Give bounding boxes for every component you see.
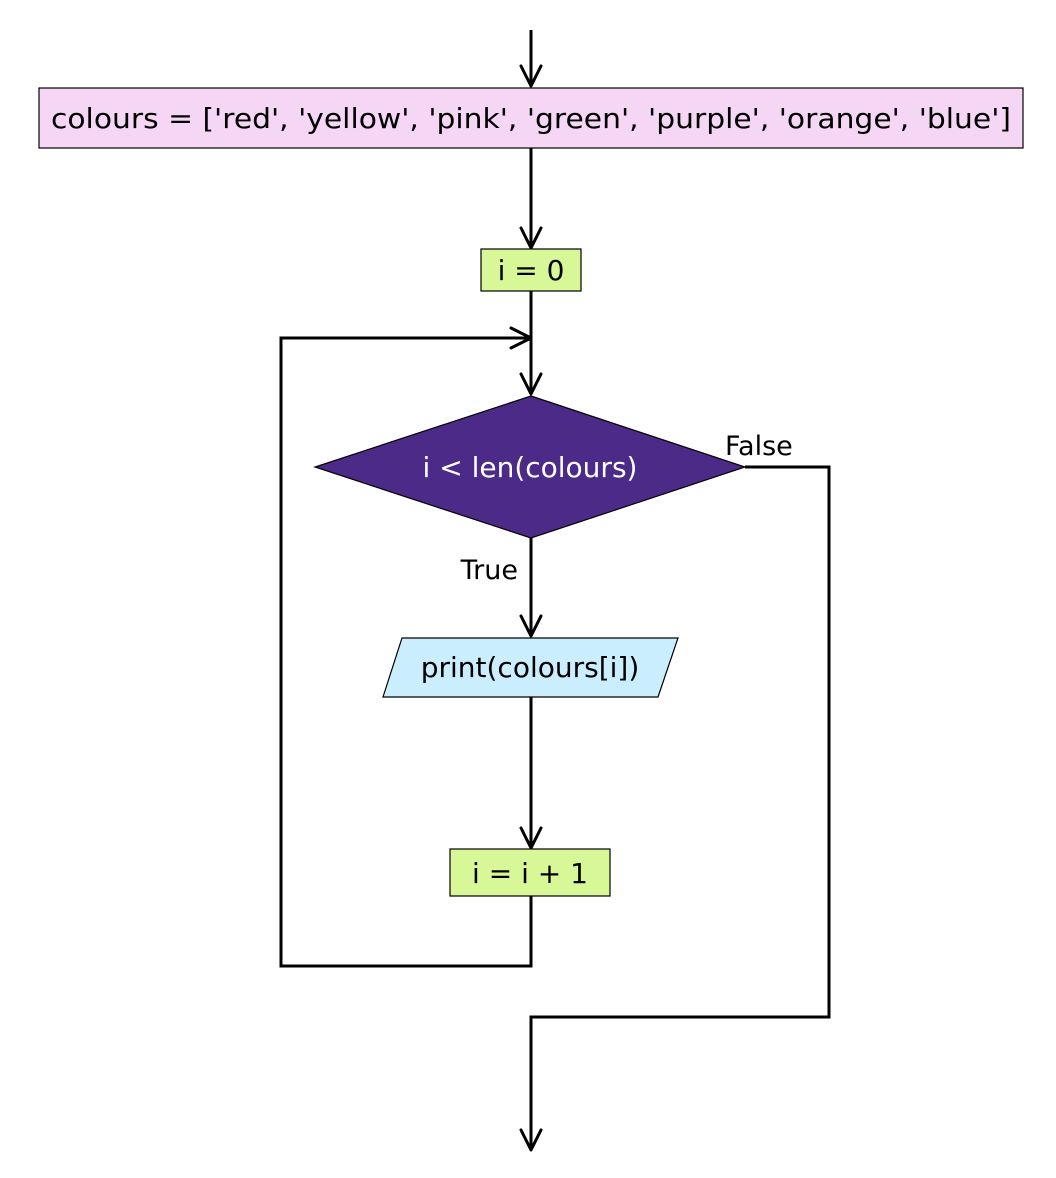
node-output: print(colours[i]) <box>382 637 679 698</box>
condition-label: i < len(colours) <box>423 451 638 484</box>
arrowhead-false <box>519 1128 543 1152</box>
arrowhead-loop-back <box>509 326 533 350</box>
output-label: print(colours[i]) <box>421 651 640 684</box>
edge-loop-back <box>279 336 533 968</box>
process-box <box>449 848 611 897</box>
process-box <box>480 248 582 292</box>
node-init-list: colours = ['red', 'yellow', 'pink', 'gre… <box>38 87 1024 149</box>
init-list-label: colours = ['red', 'yellow', 'pink', 'gre… <box>51 102 1011 135</box>
edges <box>279 30 831 1152</box>
arrowhead-true <box>519 614 543 638</box>
arrowhead-list-to-init <box>519 226 543 250</box>
edge-false <box>529 465 831 1150</box>
false-label: False <box>725 431 793 462</box>
arrowhead-print-to-increment <box>519 826 543 850</box>
node-increment: i = i + 1 <box>449 848 611 897</box>
true-label: True <box>460 555 518 586</box>
decision-diamond <box>313 395 747 539</box>
init-index-label: i = 0 <box>498 254 565 287</box>
process-box <box>38 87 1024 149</box>
arrowhead-entry <box>519 64 543 88</box>
arrowhead-init-to-decision <box>519 372 543 396</box>
io-parallelogram <box>382 637 679 698</box>
increment-label: i = i + 1 <box>472 857 588 890</box>
node-init-index: i = 0 <box>480 248 582 292</box>
node-condition: i < len(colours) <box>313 395 747 539</box>
